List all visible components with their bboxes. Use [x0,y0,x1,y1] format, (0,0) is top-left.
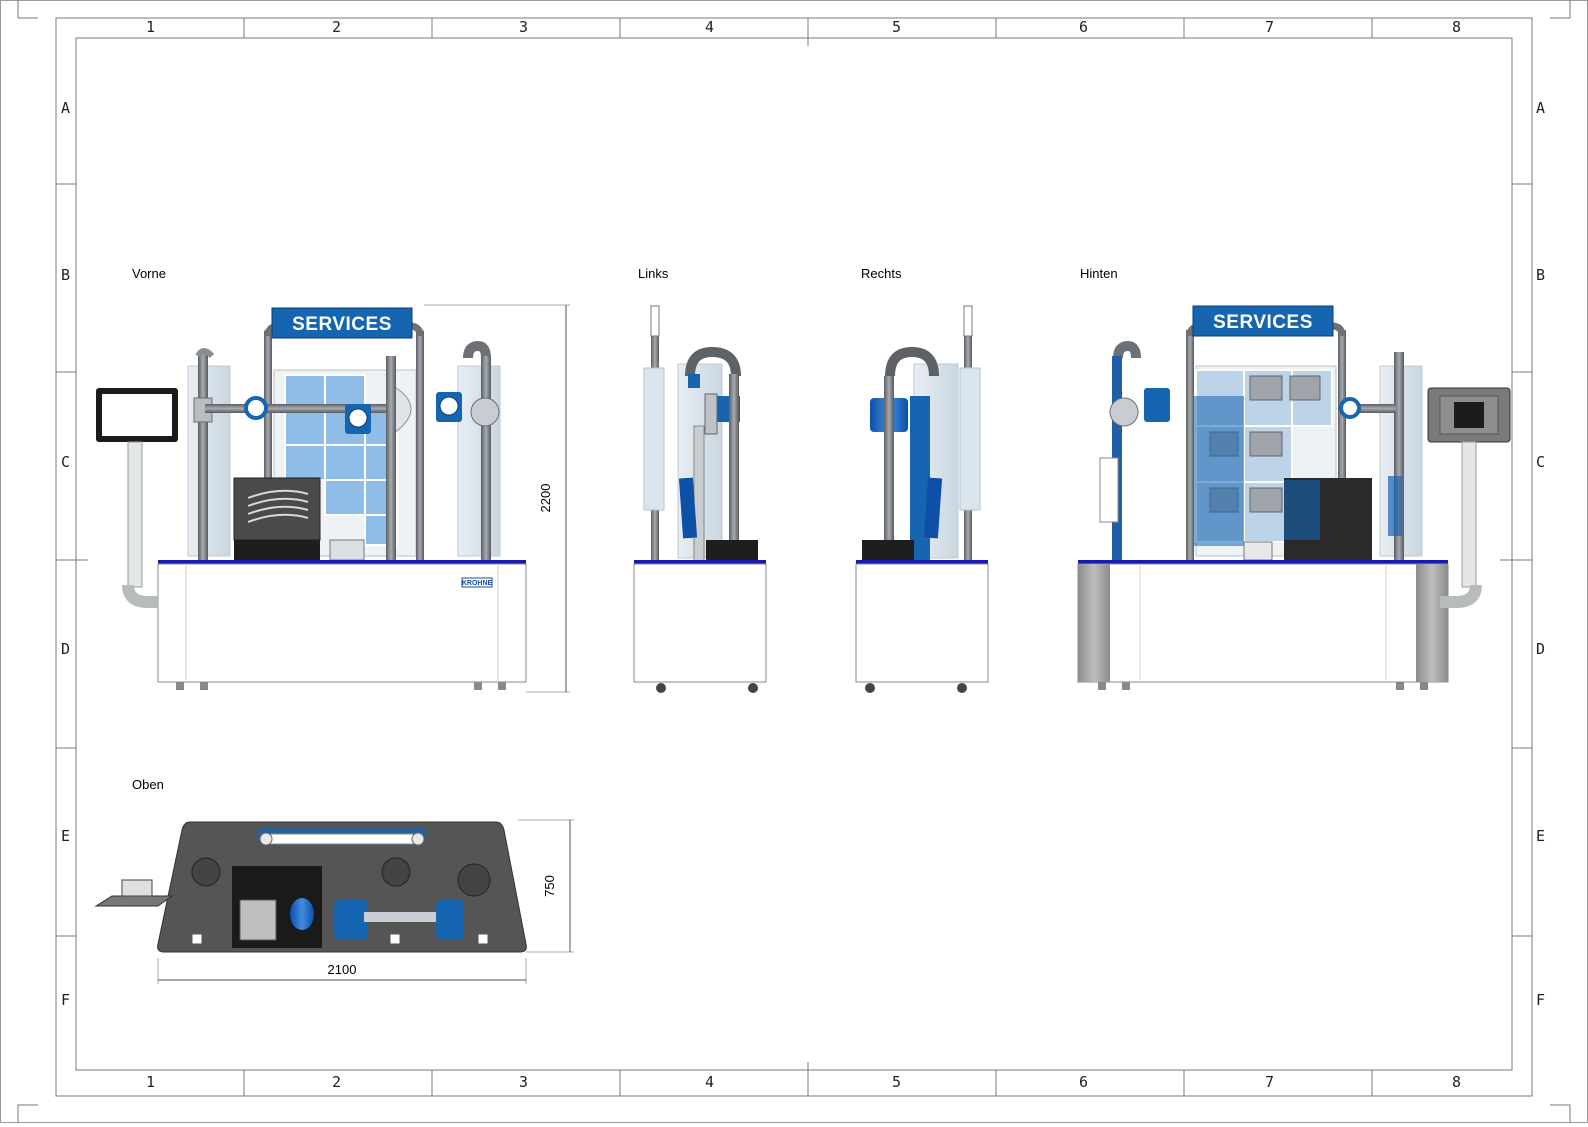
back-view: SERVICES [1077,305,1511,690]
grid-col-top-3: 3 [519,18,529,36]
front-banner-text: SERVICES [292,314,392,335]
view-label-left: Links [638,266,669,281]
grid-col-bottom-7: 7 [1265,1073,1275,1091]
grid-row-left-f: F [61,991,71,1009]
grid-col-top-2: 2 [332,18,342,36]
grid-col-top-4: 4 [705,18,715,36]
grid-row-left-b: B [61,266,71,284]
grid-col-bottom-5: 5 [892,1073,902,1091]
grid-col-top-5: 5 [892,18,902,36]
grid-row-right-f: F [1536,991,1546,1009]
front-logo-text: KROHNE [462,580,493,587]
grid-col-bottom-1: 1 [146,1073,156,1091]
grid-col-top-6: 6 [1079,18,1089,36]
back-banner-text: SERVICES [1213,312,1313,333]
grid-row-right-e: E [1536,827,1546,845]
grid-row-left-e: E [61,827,71,845]
right-view [855,305,989,693]
grid-col-top-7: 7 [1265,18,1275,36]
grid-col-bottom-2: 2 [332,1073,342,1091]
dimension-width: 2100 [328,962,357,977]
grid-row-left-c: C [61,453,71,471]
grid-col-bottom-4: 4 [705,1073,715,1091]
grid-row-right-b: B [1536,266,1546,284]
dimension-height: 2200 [538,484,553,513]
view-label-front: Vorne [132,266,166,281]
grid-row-right-d: D [1536,640,1546,658]
grid-row-left-a: A [61,99,71,117]
top-view [94,819,574,984]
grid-row-right-a: A [1536,99,1546,117]
left-view [633,305,767,693]
grid-col-bottom-6: 6 [1079,1073,1089,1091]
view-label-back: Hinten [1080,266,1118,281]
grid-col-bottom-3: 3 [519,1073,529,1091]
grid-row-left-d: D [61,640,71,658]
view-label-top: Oben [132,777,164,792]
front-view: SERVICES KRO [96,304,570,693]
grid-row-right-c: C [1536,453,1546,471]
grid-col-bottom-8: 8 [1452,1073,1462,1091]
dimension-depth: 750 [542,875,557,897]
view-label-right: Rechts [861,266,902,281]
grid-col-top-8: 8 [1452,18,1462,36]
grid-col-top-1: 1 [146,18,156,36]
